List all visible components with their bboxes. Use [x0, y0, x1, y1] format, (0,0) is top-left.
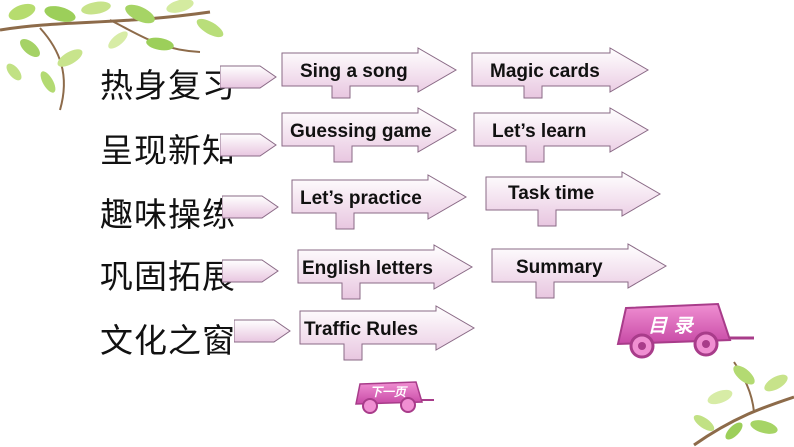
contents-label: 目 录: [648, 315, 693, 337]
button-label: English letters: [302, 258, 433, 279]
button-label: Guessing game: [290, 121, 432, 142]
label-arrow-tail: [220, 65, 277, 89]
next-page-label: 下一页: [370, 385, 407, 399]
button-label: Let’s practice: [300, 188, 422, 209]
english-letters-button[interactable]: English letters: [296, 244, 476, 301]
label-arrow-tail: [222, 259, 279, 283]
button-label: Let’s learn: [492, 121, 587, 142]
label-arrow-tail: [220, 133, 277, 157]
branch-top-left-decoration: [0, 0, 224, 111]
label-arrow-tail: [222, 195, 279, 219]
row-label-culture: 文化之窗: [100, 321, 236, 360]
guessing-game-button[interactable]: Guessing game: [280, 107, 460, 164]
button-label: Traffic Rules: [304, 319, 419, 340]
label-arrow-tail: [234, 319, 291, 343]
contents-cart-button[interactable]: 目 录: [608, 302, 758, 360]
next-page-button[interactable]: 下一页: [352, 378, 436, 414]
lets-learn-button[interactable]: Let’s learn: [472, 107, 652, 164]
magic-cards-button[interactable]: Magic cards: [470, 47, 652, 100]
summary-button[interactable]: Summary: [490, 243, 670, 300]
branch-bottom-right-decoration: [693, 361, 794, 447]
task-time-button[interactable]: Task time: [484, 171, 664, 228]
row-label-practice: 趣味操练: [100, 195, 236, 234]
button-label: Task time: [508, 183, 595, 204]
traffic-rules-button[interactable]: Traffic Rules: [298, 305, 478, 362]
sing-a-song-button[interactable]: Sing a song: [280, 47, 460, 100]
button-label: Magic cards: [490, 61, 600, 82]
lets-practice-button[interactable]: Let’s practice: [290, 174, 470, 231]
row-label-warmup: 热身复习: [100, 66, 236, 105]
button-label: Summary: [516, 257, 603, 278]
row-label-new-content: 呈现新知: [100, 131, 236, 170]
button-label: Sing a song: [300, 61, 408, 82]
row-label-extension: 巩固拓展: [100, 257, 236, 296]
